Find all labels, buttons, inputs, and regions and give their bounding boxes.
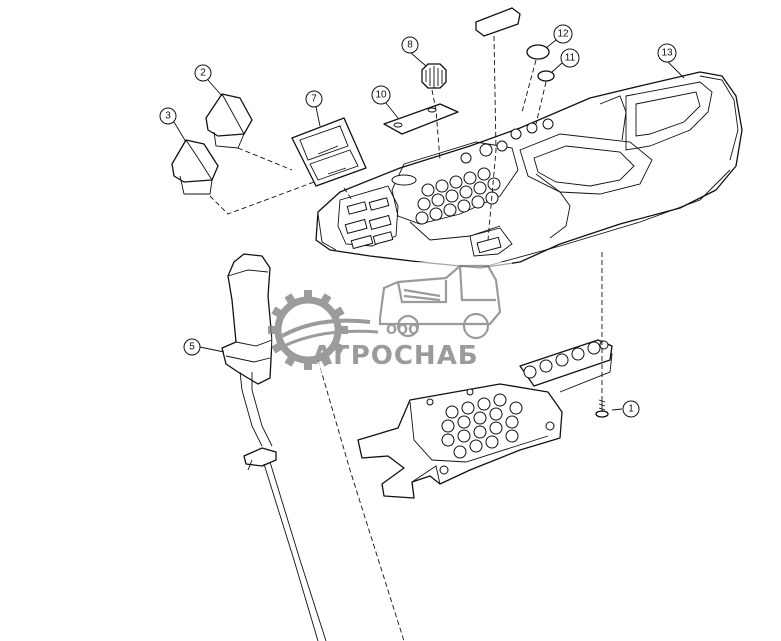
callout-label: 12 xyxy=(557,29,569,40)
knob-part-8 xyxy=(421,63,447,89)
plate-part-10 xyxy=(383,103,459,135)
callout-10: 10 xyxy=(371,85,391,105)
callout-13: 13 xyxy=(657,43,677,63)
watermark-logo: ООО АГРОСНАБ xyxy=(268,262,512,372)
callout-label: 11 xyxy=(565,53,576,64)
callout-label: 1 xyxy=(628,404,634,415)
panel-button-grid xyxy=(426,340,609,475)
callout-leaders xyxy=(173,39,685,411)
switch-panel-part-7 xyxy=(291,117,367,187)
callout-label: 5 xyxy=(189,342,195,353)
joystick-part-5 xyxy=(221,253,327,641)
cap-part-11 xyxy=(537,70,555,82)
screw-part-1 xyxy=(595,398,609,418)
harvester-icon xyxy=(378,264,502,340)
watermark-prefix: ООО xyxy=(386,323,419,338)
gear-icon xyxy=(268,290,379,370)
callout-label: 2 xyxy=(200,68,206,79)
callout-label: 13 xyxy=(661,48,673,59)
callout-12: 12 xyxy=(553,24,573,44)
callout-3: 3 xyxy=(159,107,177,125)
callout-7: 7 xyxy=(305,90,323,108)
top-cap xyxy=(475,7,521,37)
callout-1: 1 xyxy=(622,400,640,418)
assembly-dashed-lines xyxy=(209,35,603,641)
switch-part-3 xyxy=(171,139,219,195)
cap-part-12 xyxy=(526,44,550,60)
callout-label: 7 xyxy=(311,94,317,105)
callout-label: 3 xyxy=(165,111,171,122)
callout-8: 8 xyxy=(401,36,419,54)
callout-label: 10 xyxy=(375,90,387,101)
callout-11: 11 xyxy=(560,48,580,68)
callout-5: 5 xyxy=(183,338,201,356)
watermark-brand: АГРОСНАБ xyxy=(312,341,479,371)
switch-part-2 xyxy=(205,93,253,149)
callout-2: 2 xyxy=(194,64,212,82)
callout-label: 8 xyxy=(407,40,413,51)
console-button-grid xyxy=(344,118,554,254)
